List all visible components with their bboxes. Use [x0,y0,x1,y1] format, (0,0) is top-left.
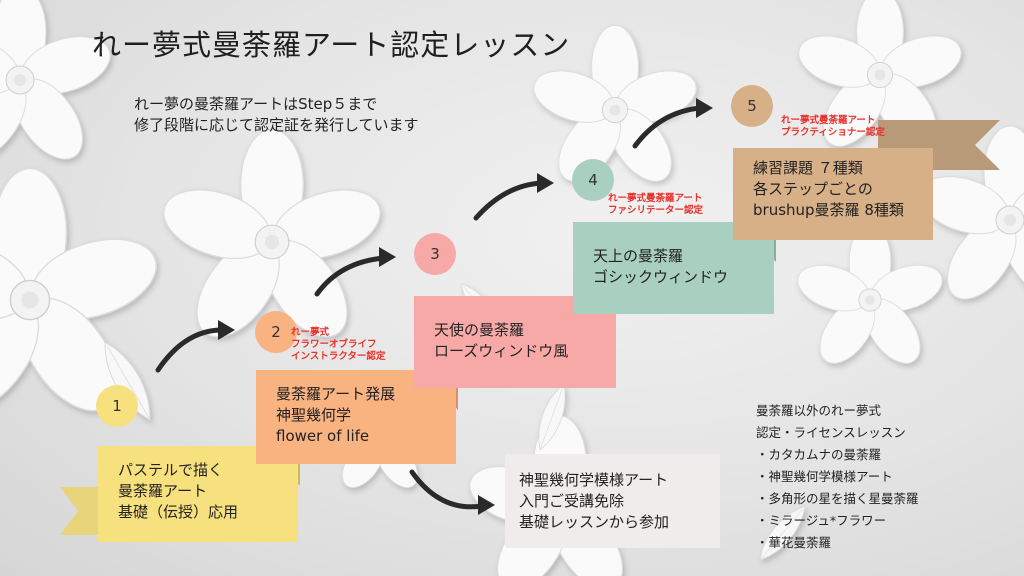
step-text: 曼荼羅アート発展 [276,385,396,403]
cert-text: インストラクター認定 [291,351,386,362]
entry-text: 神聖幾何学模様アート [519,471,669,489]
entry-text: 基礎レッスンから参加 [519,513,670,531]
intro-line: れー夢の曼荼羅アートはStep５まで [134,95,378,113]
step-5-certification: れー夢式曼荼羅アート プラクティショナー認定 [781,115,885,139]
step-3-number: 3 [414,233,456,275]
list-item: ・神聖幾何学模様アート [756,469,893,484]
list-item: ・華花曼荼羅 [756,535,832,550]
cert-text: れー夢式曼荼羅アート [608,193,703,204]
step-text: 曼荼羅アート [118,482,208,500]
cert-text: プラクティショナー認定 [781,127,885,138]
step-5-number: 5 [731,85,773,127]
other-lessons-heading: 認定・ライセンスレッスン [756,425,906,440]
step-text: 天上の曼荼羅 [593,247,684,265]
step-text: ゴシックウィンドウ [593,268,729,286]
entry-text: 入門ご受講免除 [519,492,625,510]
entry-exemption-box: 神聖幾何学模様アート 入門ご受講免除 基礎レッスンから参加 [505,454,720,548]
step-text: 神聖幾何学 [276,406,352,424]
list-item: ・ミラージュ*フラワー [756,513,887,528]
step-2-number: 2 [255,311,297,353]
other-lessons-heading: 曼荼羅以外のれー夢式 [756,403,882,418]
step-text: brushup曼荼羅 8種類 [753,201,904,219]
step-text: 天使の曼荼羅 [434,321,525,339]
cert-text: ファシリテーター認定 [608,205,704,216]
other-lessons-list: 曼荼羅以外のれー夢式 認定・ライセンスレッスン ・カタカムナの曼荼羅 ・神聖幾何… [756,400,919,554]
step-text: パステルで描く [118,461,224,479]
step-4-box: 天上の曼荼羅 ゴシックウィンドウ [573,222,774,314]
intro-text: れー夢の曼荼羅アートはStep５まで 修了段階に応じて認定証を発行しています [134,94,419,136]
step-4-number: 4 [572,159,614,201]
step-text: 基礎（伝授）応用 [118,503,239,521]
intro-line: 修了段階に応じて認定証を発行しています [134,116,419,134]
cert-text: フラワーオブライフ [291,339,377,350]
page-title: れー夢式曼荼羅アート認定レッスン [92,28,571,62]
step-text: 各ステップごとの [753,180,873,198]
cert-text: れー夢式 [291,327,330,338]
list-item: ・カタカムナの曼荼羅 [756,447,882,462]
step-text: flower of life [276,427,370,445]
step-1-number: 1 [96,385,138,427]
step-text: ローズウィンドウ風 [434,342,569,360]
step-text: 練習課題 ７種類 [753,159,863,177]
cert-text: れー夢式曼荼羅アート [781,115,876,126]
step-2-certification: れー夢式 フラワーオブライフ インストラクター認定 [291,327,385,363]
list-item: ・多角形の星を描く星曼荼羅 [756,491,919,506]
step-5-box: 練習課題 ７種類 各ステップごとの brushup曼荼羅 8種類 [733,148,933,240]
step-4-certification: れー夢式曼荼羅アート ファシリテーター認定 [608,193,703,217]
